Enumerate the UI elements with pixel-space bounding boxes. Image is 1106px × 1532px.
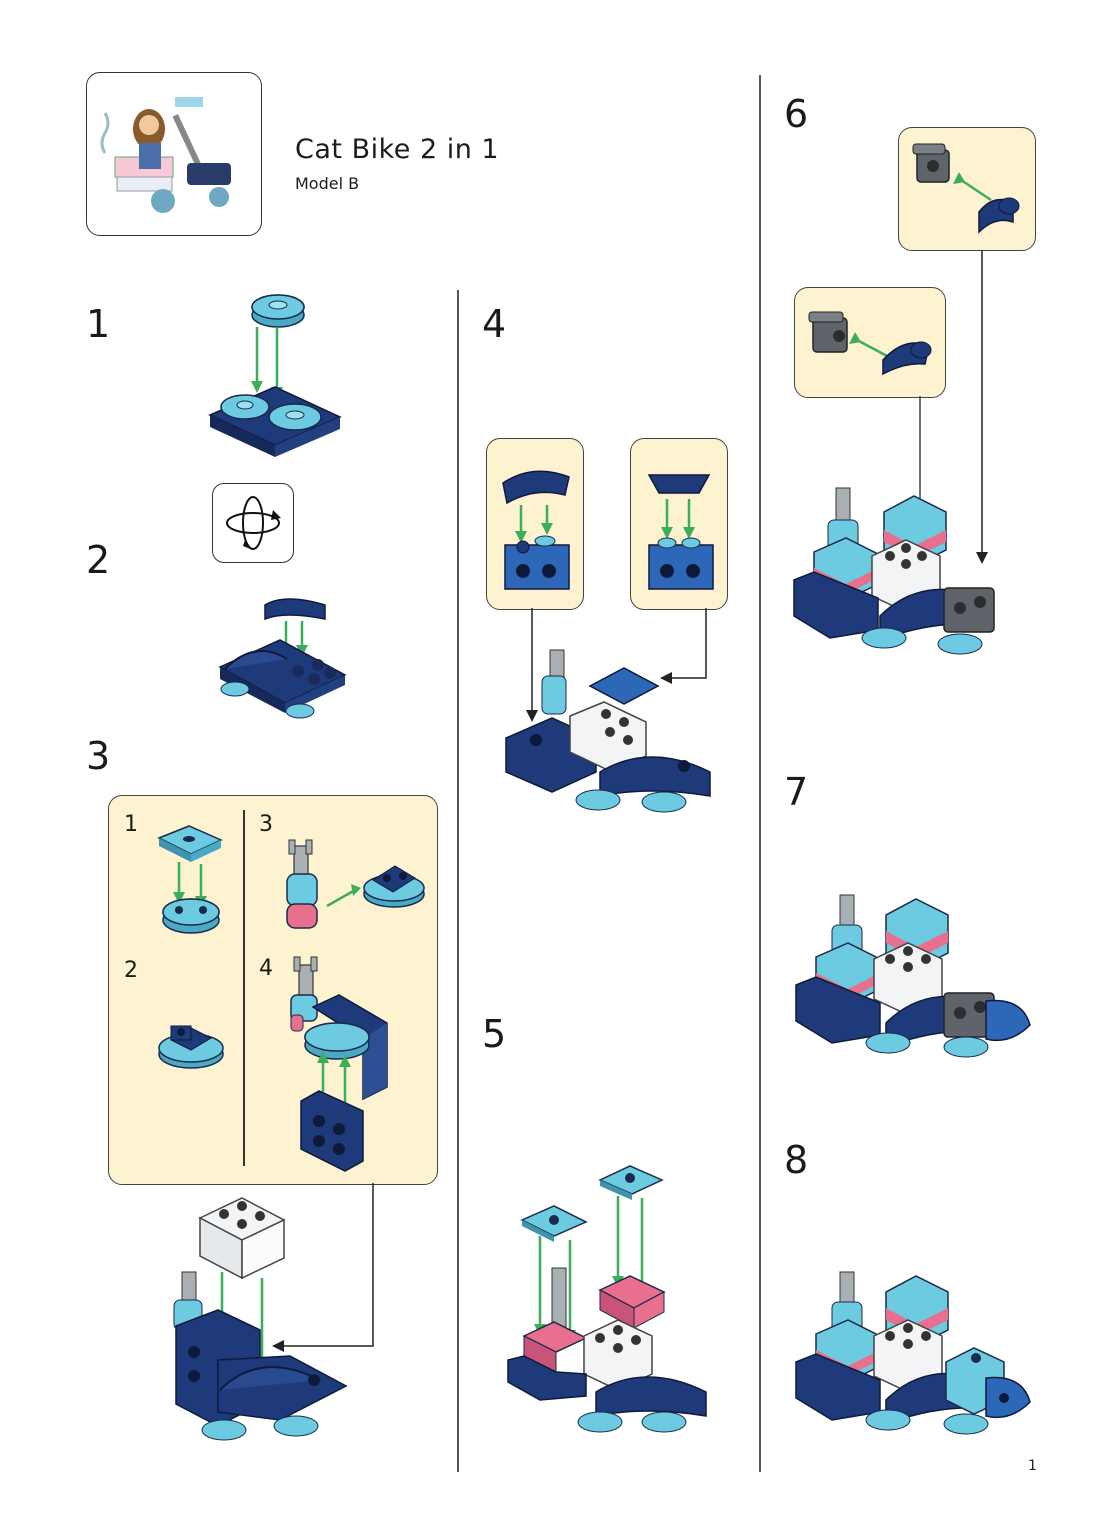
substep-number: 1: [124, 812, 138, 837]
step-6-callout-bottom: [794, 287, 946, 398]
step-2-illustration: [218, 598, 347, 719]
rotate-model-icon: [226, 496, 281, 550]
substep-2-illustration: [158, 1025, 224, 1069]
step-number: 4: [482, 302, 507, 346]
model-subtitle: Model B: [295, 174, 360, 193]
callout-divider: [243, 810, 245, 1166]
step-4-callout-right: [630, 438, 728, 610]
substep-4-illustration: [290, 956, 388, 1172]
step-6-callout-top: [898, 127, 1036, 251]
step-number: 3: [86, 734, 111, 778]
column-divider-left: [457, 290, 459, 1472]
step-number: 1: [86, 302, 111, 346]
step-3-illustration: [173, 1183, 374, 1441]
model-preview-image: [100, 97, 231, 213]
step-6-illustration: [793, 250, 995, 655]
callout-top-illustration: [912, 143, 1020, 234]
step-4-callout-left: [486, 438, 584, 610]
page-title: Cat Bike 2 in 1: [295, 134, 500, 165]
step-3-subassembly-callout: 1 2 3 4: [108, 795, 438, 1185]
step-number: 5: [482, 1012, 507, 1056]
step-number: 2: [86, 538, 111, 582]
step-8-illustration: [795, 1271, 1031, 1435]
step-5-illustration: [507, 1165, 707, 1433]
step-number: 6: [784, 92, 809, 136]
callout-left-illustration: [502, 470, 570, 590]
model-preview-thumbnail: [86, 72, 262, 236]
step-1-illustration: [208, 294, 342, 457]
substep-number: 4: [259, 956, 273, 981]
step-number: 8: [784, 1138, 809, 1182]
substep-3-illustration: [286, 839, 425, 929]
substep-number: 2: [124, 958, 138, 983]
step-7-illustration: [795, 894, 1031, 1058]
callout-right-illustration: [647, 474, 714, 590]
substep-1-illustration: [157, 825, 223, 934]
callout-bottom-illustration: [808, 311, 932, 376]
step-number: 7: [784, 770, 809, 814]
step-4-illustration: [505, 608, 711, 813]
page-number: 1: [1028, 1458, 1037, 1474]
rotate-model-indicator: [212, 483, 294, 563]
column-divider-right: [759, 75, 761, 1472]
substep-number: 3: [259, 812, 273, 837]
